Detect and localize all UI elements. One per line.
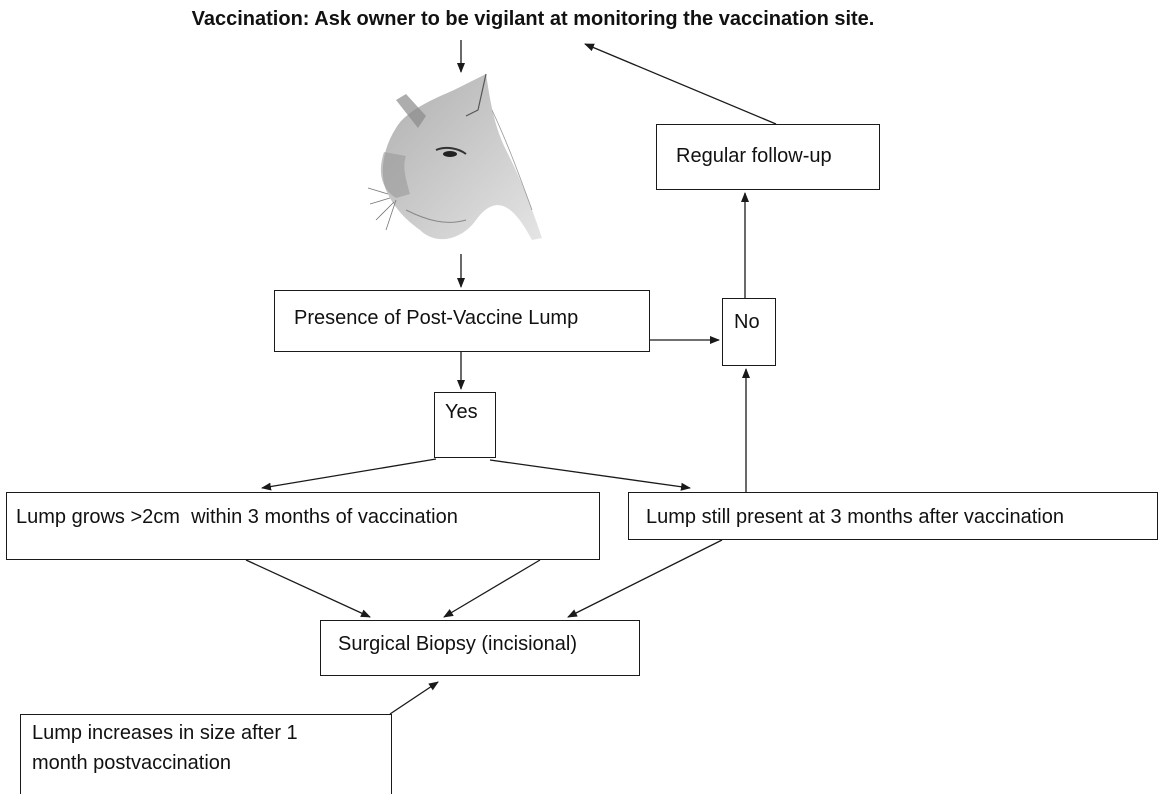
arrow-followup-to-title	[585, 44, 776, 124]
arrow-grows-to-biopsy-2	[444, 560, 540, 617]
arrow-still-to-biopsy	[568, 540, 722, 617]
arrow-increases-to-biopsy	[390, 682, 438, 714]
arrow-yes-to-still	[490, 460, 690, 488]
arrow-yes-to-grows	[262, 459, 436, 488]
arrow-grows-to-biopsy-1	[246, 560, 370, 617]
